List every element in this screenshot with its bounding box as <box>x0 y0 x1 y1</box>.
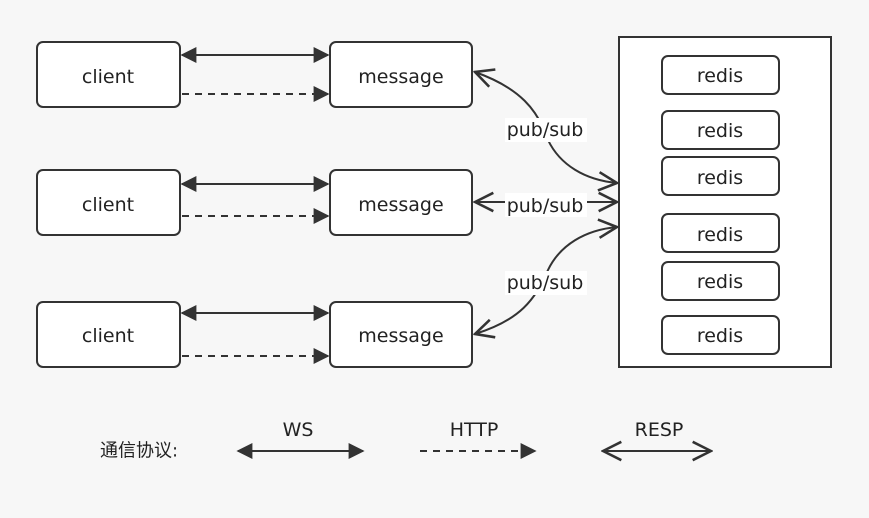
message-box-1 <box>329 41 473 108</box>
legend-title: 通信协议: <box>100 441 178 462</box>
legend-http-label: HTTP <box>450 419 499 441</box>
redis-label-5: redis <box>697 271 743 293</box>
redis-label-1: redis <box>697 65 743 87</box>
message-label-1: message <box>358 66 443 88</box>
pubsub-label-bg-2 <box>505 193 587 217</box>
legend-ws-label: WS <box>283 419 314 441</box>
pubsub-label-bg-3 <box>505 271 587 295</box>
client-label-3: client <box>82 325 134 347</box>
redis-box-6 <box>661 315 780 355</box>
pubsub-link-3 <box>475 227 617 334</box>
redis-nodes: redis redis redis redis redis redis <box>661 55 780 355</box>
pubsub-label-2: pub/sub <box>507 195 584 217</box>
redis-label-6: redis <box>697 325 743 347</box>
redis-label-3: redis <box>697 167 743 189</box>
message-label-3: message <box>358 325 443 347</box>
message-label-2: message <box>358 194 443 216</box>
client-box-1 <box>36 41 181 108</box>
client-label-2: client <box>82 194 134 216</box>
pubsub-label-3: pub/sub <box>507 272 584 294</box>
row-1: client message <box>36 41 473 108</box>
pubsub-label-1: pub/sub <box>507 119 584 141</box>
legend: 通信协议: WS HTTP RESP <box>100 419 711 462</box>
message-box-2 <box>329 169 473 236</box>
redis-box-3 <box>661 156 780 196</box>
redis-box-2 <box>661 110 780 150</box>
row-2: client message <box>36 169 473 236</box>
message-box-3 <box>329 301 473 368</box>
redis-box-5 <box>661 261 780 301</box>
row-3: client message <box>36 301 473 368</box>
redis-label-2: redis <box>697 120 743 142</box>
client-box-2 <box>36 169 181 236</box>
redis-box-1 <box>661 55 780 95</box>
redis-label-4: redis <box>697 224 743 246</box>
pubsub-label-bg-1 <box>505 118 587 142</box>
legend-resp-label: RESP <box>635 419 684 441</box>
client-box-3 <box>36 301 181 368</box>
client-label-1: client <box>82 66 134 88</box>
redis-box-4 <box>661 213 780 253</box>
